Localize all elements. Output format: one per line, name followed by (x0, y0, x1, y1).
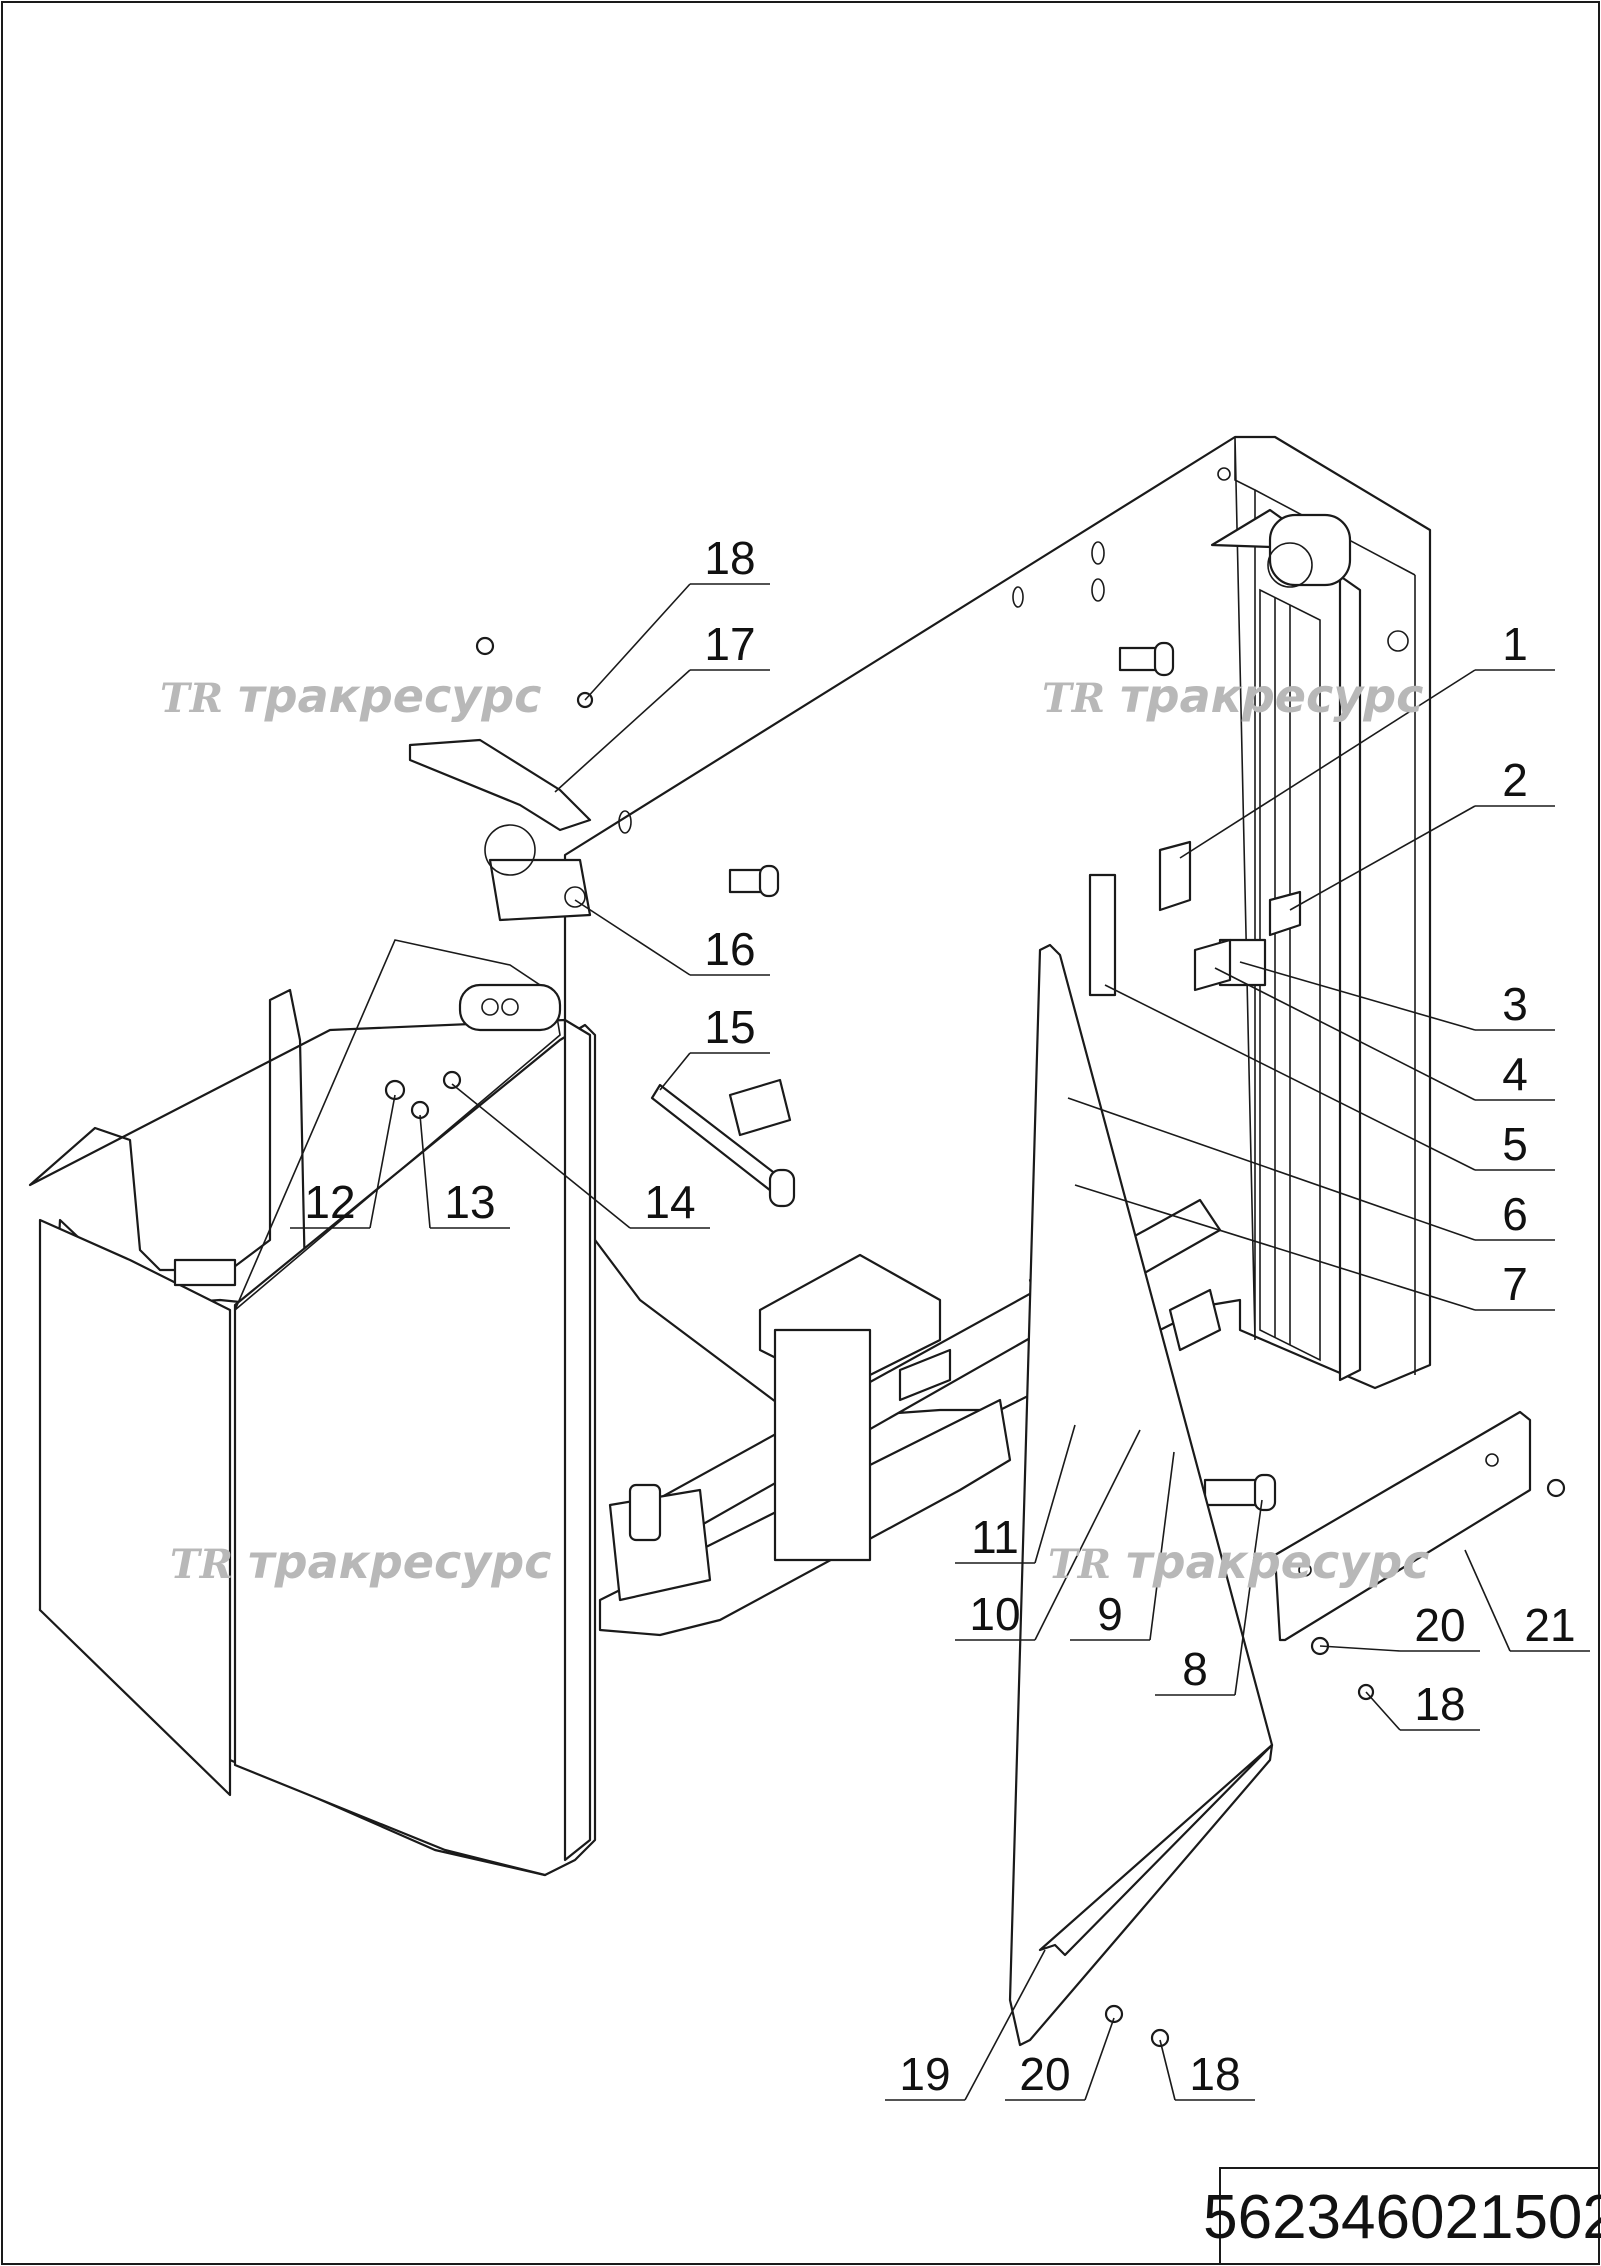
callout-label: 8 (1182, 1643, 1208, 1695)
callout-label: 20 (1019, 2048, 1070, 2100)
callout-label: 18 (704, 532, 755, 584)
callout-label: 12 (304, 1176, 355, 1228)
watermark-text: тракресурс (1126, 1535, 1429, 1589)
callout-label: 6 (1502, 1188, 1528, 1240)
callout-label: 21 (1524, 1599, 1575, 1651)
callout-label: 2 (1502, 754, 1528, 806)
callout-label: 7 (1502, 1258, 1528, 1310)
watermark-text: тракресурс (1120, 669, 1423, 723)
watermark: TR тракресурс (170, 1535, 551, 1589)
callout-label: 5 (1502, 1118, 1528, 1170)
watermark-text: тракресурс (248, 1535, 551, 1589)
callout-label: 17 (704, 618, 755, 670)
callout-label: 20 (1414, 1599, 1465, 1651)
callout-label: 19 (899, 2048, 950, 2100)
watermark: TR тракресурс (1048, 1535, 1429, 1589)
callout-label: 11 (971, 1511, 1019, 1563)
watermark-text: тракресурс (238, 669, 541, 723)
watermark: TR тракресурс (1042, 669, 1423, 723)
drawing-code-box: 562346021502 (1203, 2167, 1601, 2265)
drawing-code: 562346021502 (1203, 2183, 1601, 2252)
front-guard-housing (28, 939, 597, 1877)
bolt-and-pin-parts (408, 641, 1302, 1512)
callout-label: 9 (1097, 1588, 1123, 1640)
watermark: TR тракресурс (160, 669, 541, 723)
callout-label: 10 (969, 1588, 1020, 1640)
watermark-logo: TR (160, 675, 223, 722)
callout-label: 14 (644, 1176, 695, 1228)
callout-labels: 1 2 3 4 5 6 7 8 9 10 11 12 13 14 15 16 1… (304, 532, 1575, 2100)
leader-lines (290, 583, 1590, 2101)
callout-label: 15 (704, 1001, 755, 1053)
watermark-logo: TR (170, 1541, 233, 1588)
callout-label: 3 (1502, 978, 1528, 1030)
vertical-rail-column (1210, 508, 1409, 1382)
callout-label: 18 (1414, 1678, 1465, 1730)
cover-plate-21 (1273, 1410, 1532, 1642)
callout-label: 16 (704, 923, 755, 975)
watermark-logo: TR (1042, 675, 1105, 722)
watermark-logo: TR (1048, 1541, 1111, 1588)
callout-label: 18 (1189, 2048, 1240, 2100)
angle-strip-19 (1008, 943, 1274, 2047)
callout-label: 1 (1502, 618, 1528, 670)
callout-label: 4 (1502, 1048, 1528, 1100)
callout-label: 13 (444, 1176, 495, 1228)
